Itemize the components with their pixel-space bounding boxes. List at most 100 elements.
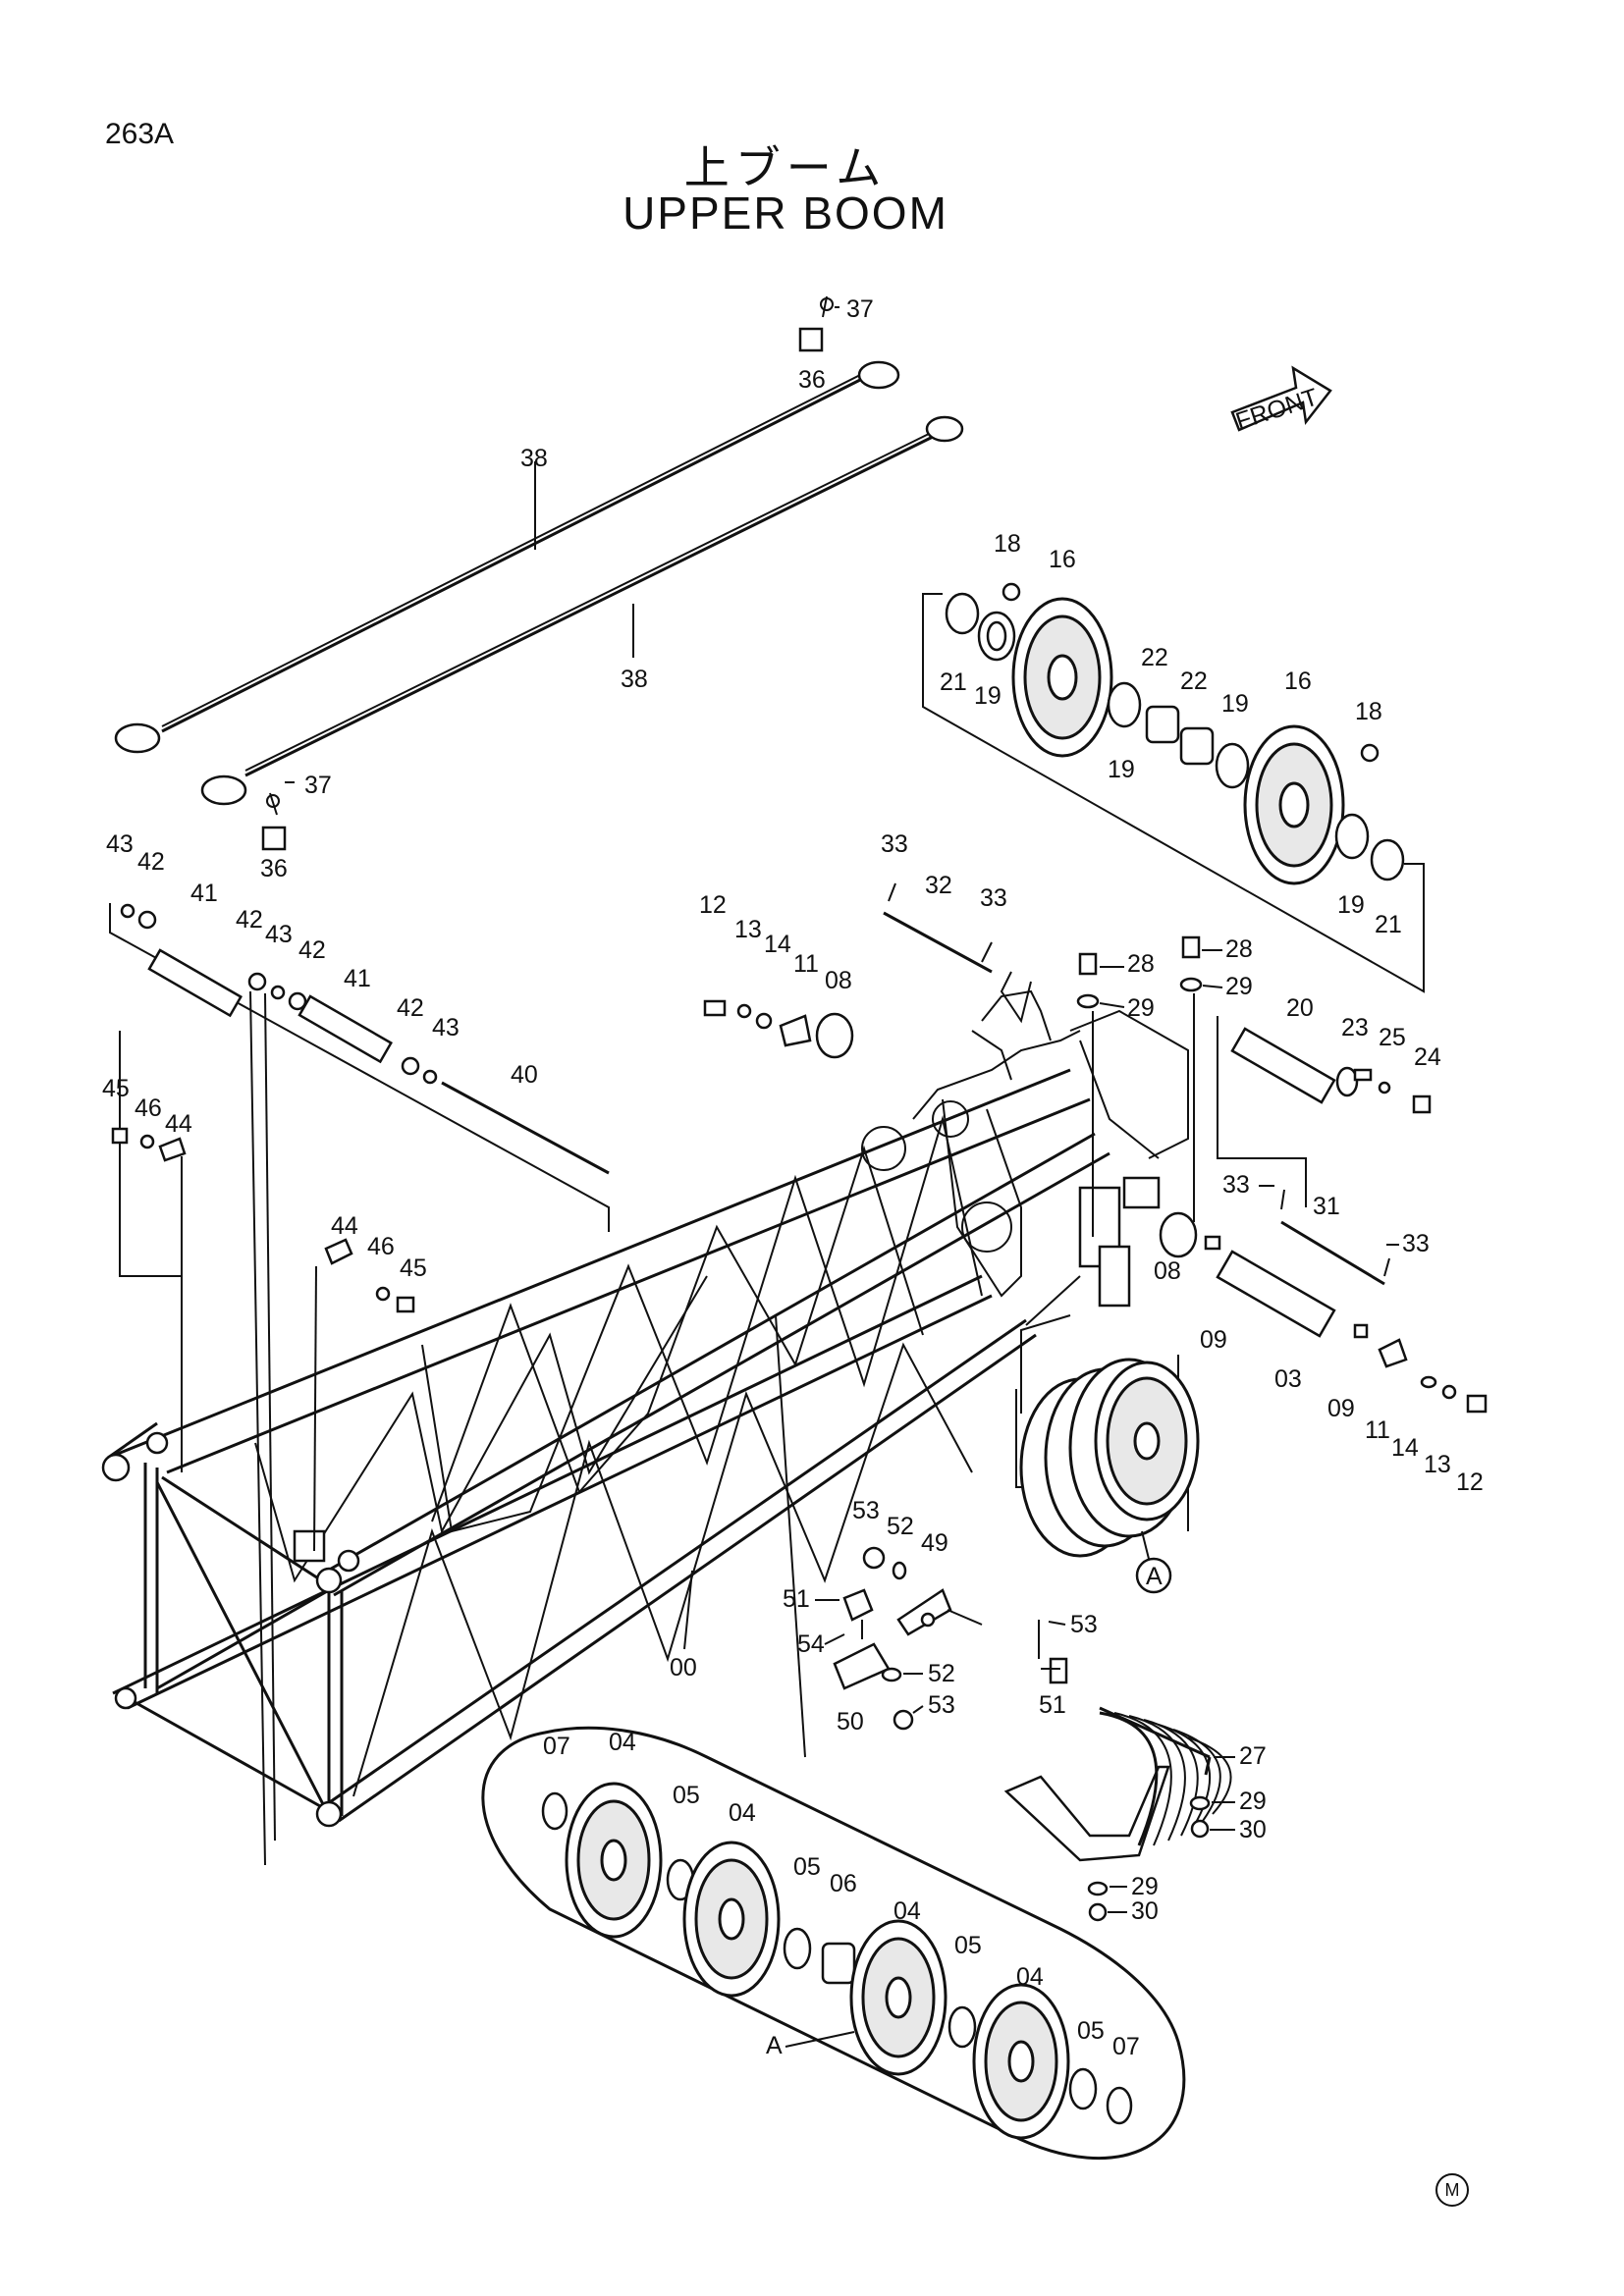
callout-20: 20: [1286, 994, 1314, 1022]
callout-16-b: 16: [1284, 667, 1312, 695]
callout-29-d: 29: [1131, 1873, 1159, 1900]
callout-45-b: 45: [400, 1255, 427, 1282]
pendant-rope-upper: [114, 295, 900, 754]
callout-25: 25: [1379, 1024, 1406, 1051]
callout-53-a: 53: [852, 1497, 880, 1524]
callout-29-a: 29: [1127, 994, 1155, 1022]
callout-46-a: 46: [135, 1095, 162, 1122]
callout-05-b: 05: [793, 1853, 821, 1881]
left-pin-group: [703, 882, 1032, 1081]
front-arrow-label: FRONT: [1232, 383, 1322, 435]
callout-06: 06: [830, 1870, 857, 1897]
callout-18-a: 18: [994, 530, 1021, 558]
callout-32: 32: [925, 872, 952, 899]
callout-42-a: 42: [137, 848, 165, 876]
sheave-16-upper: [1011, 597, 1113, 758]
callout-19-c: 19: [1221, 690, 1249, 718]
callout-33-d: 33: [1402, 1230, 1430, 1257]
callout-19-a: 19: [974, 682, 1001, 710]
callout-11-a: 11: [793, 950, 819, 978]
sheave-stack-a: A: [1015, 1358, 1200, 1594]
callout-37-top: 37: [846, 295, 874, 323]
callout-50: 50: [837, 1708, 864, 1735]
callout-38-lower: 38: [621, 666, 648, 693]
callout-53-b: 53: [928, 1691, 955, 1719]
callout-12-b: 12: [1456, 1468, 1484, 1496]
callout-42-c: 42: [298, 936, 326, 964]
callout-05-a: 05: [673, 1782, 700, 1809]
callout-12-a: 12: [699, 891, 727, 919]
callout-53-c: 53: [1070, 1611, 1098, 1638]
callout-52-a: 52: [887, 1513, 914, 1540]
callout-52-b: 52: [928, 1660, 955, 1687]
title-english: UPPER BOOM: [623, 187, 948, 239]
callout-22-b: 22: [1180, 667, 1208, 695]
callout-14-b: 14: [1391, 1434, 1419, 1462]
callout-04-a: 04: [609, 1729, 636, 1756]
callout-labels: 37 36 38 38 37 36 18 16 21 19 22 22 19 1…: [102, 295, 1484, 2060]
callout-05-c: 05: [954, 1932, 982, 1959]
callout-44-a: 44: [165, 1110, 192, 1138]
callout-31: 31: [1313, 1193, 1340, 1220]
callout-33-b: 33: [980, 884, 1007, 912]
sheave-04-c: [849, 1919, 947, 2076]
callout-27: 27: [1239, 1742, 1267, 1770]
callout-18-b: 18: [1355, 698, 1382, 725]
callout-07-b: 07: [1112, 2033, 1140, 2060]
copyright-mark: M: [1435, 2173, 1469, 2207]
callout-11-b: 11: [1365, 1416, 1390, 1444]
callout-09-b: 09: [1327, 1395, 1355, 1422]
callout-33-c: 33: [1222, 1171, 1250, 1199]
rope-guard-27: [1003, 1706, 1232, 1922]
callout-14-a: 14: [764, 931, 791, 958]
callout-24: 24: [1414, 1043, 1441, 1071]
head-sheave-group: [922, 582, 1425, 993]
detail-a-label: A: [766, 2032, 783, 2059]
callout-30-b: 30: [1131, 1897, 1159, 1925]
front-arrow-icon: FRONT: [1230, 365, 1332, 436]
callout-19-d: 19: [1337, 891, 1365, 919]
callout-51-a: 51: [783, 1585, 810, 1613]
pendant-rope-lower: [200, 415, 964, 851]
callout-36-bottom: 36: [260, 855, 288, 882]
callout-29-c: 29: [1239, 1788, 1267, 1815]
callout-37-bottom: 37: [304, 772, 332, 799]
callout-38-upper: 38: [520, 445, 548, 472]
spacer-tube-assembly: [109, 903, 610, 1866]
callout-51-b: 51: [1039, 1691, 1066, 1719]
callout-43-a: 43: [106, 830, 134, 858]
callout-43-c: 43: [432, 1014, 460, 1041]
callout-leader-lines: [683, 949, 1399, 2048]
callout-13-a: 13: [734, 916, 762, 943]
callout-13-b: 13: [1424, 1451, 1451, 1478]
callout-29-b: 29: [1225, 973, 1253, 1000]
callout-08-b: 08: [1154, 1257, 1181, 1285]
callout-54: 54: [797, 1630, 825, 1658]
callout-03: 03: [1274, 1365, 1302, 1393]
callout-04-c: 04: [893, 1897, 921, 1925]
lower-right-pin-group: [1020, 1189, 1488, 1414]
callout-44-b: 44: [331, 1212, 358, 1240]
callout-45-a: 45: [102, 1075, 130, 1102]
callout-28-a: 28: [1127, 950, 1155, 978]
fittings-group: [833, 1546, 1068, 1731]
callout-23: 23: [1341, 1014, 1369, 1041]
title-japanese: 上ブーム: [683, 141, 888, 194]
detail-a-exploded-sheaves: [481, 1726, 1186, 2160]
callout-21-b: 21: [1375, 911, 1402, 938]
callout-00: 00: [670, 1654, 697, 1682]
sheave-16-lower: [1243, 724, 1345, 885]
sheave-04-a: [565, 1782, 663, 1939]
boom-lattice-structure: [101, 989, 1189, 1828]
callout-04-d: 04: [1016, 1963, 1044, 1991]
page-code: 263A: [105, 118, 175, 150]
callout-41-b: 41: [344, 965, 371, 992]
callout-19-b: 19: [1108, 756, 1135, 783]
callout-43-b: 43: [265, 921, 293, 948]
callout-49: 49: [921, 1529, 948, 1557]
callout-30-a: 30: [1239, 1816, 1267, 1843]
callout-07-a: 07: [543, 1733, 570, 1760]
callout-41-a: 41: [190, 880, 218, 907]
callout-22-a: 22: [1141, 644, 1168, 671]
